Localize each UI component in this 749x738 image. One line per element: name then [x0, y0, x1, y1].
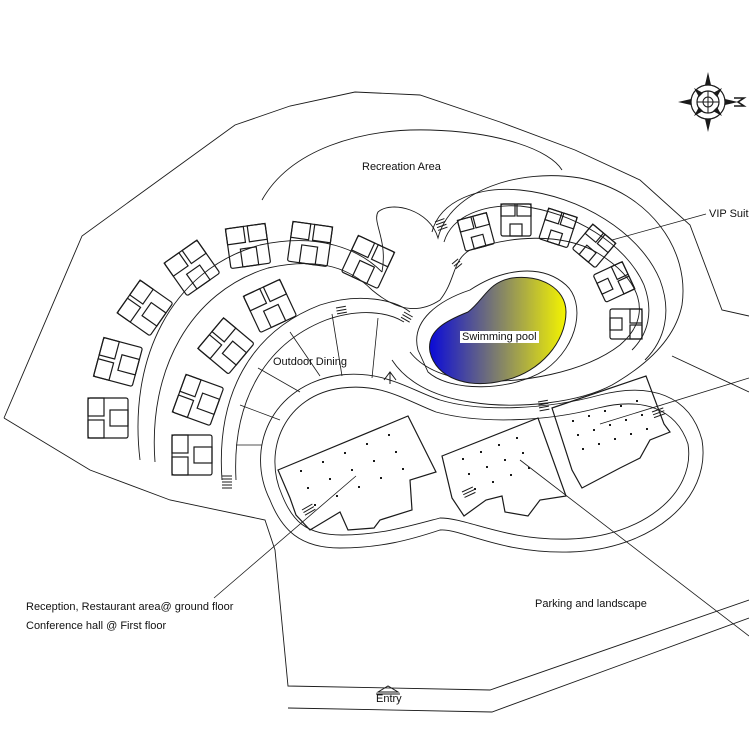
east-walkway-inner — [443, 205, 650, 351]
dining-arc-inner — [235, 312, 405, 481]
column-marker — [588, 415, 590, 417]
compass-rose-icon — [678, 72, 747, 132]
column-marker — [373, 460, 375, 462]
dining-entry-arrow-icon — [383, 371, 397, 384]
entry-label: Entry — [376, 693, 402, 705]
pool-deck — [416, 270, 578, 388]
site-boundary-road — [287, 617, 749, 713]
column-marker — [486, 466, 488, 468]
column-marker — [474, 488, 476, 490]
column-marker — [614, 438, 616, 440]
column-marker — [351, 469, 353, 471]
hall-lobe-inner — [274, 386, 690, 540]
column-marker — [593, 429, 595, 431]
dining-arc-outer — [220, 297, 411, 481]
column-marker — [572, 420, 574, 422]
column-marker — [620, 405, 622, 407]
column-marker — [582, 448, 584, 450]
site-boundary — [3, 91, 749, 419]
column-marker — [395, 451, 397, 453]
reception-label: Reception, Restaurant area@ ground floor — [26, 601, 234, 613]
column-marker — [402, 468, 404, 470]
column-marker — [625, 419, 627, 421]
entry-arrow-icon — [376, 685, 400, 695]
column-marker — [609, 424, 611, 426]
east-walkway — [431, 188, 667, 361]
column-marker — [641, 414, 643, 416]
column-marker — [300, 470, 302, 472]
swimming-pool-label: Swimming pool — [460, 331, 539, 343]
column-marker — [462, 458, 464, 460]
villa-group-vip — [456, 203, 643, 340]
column-marker — [630, 433, 632, 435]
column-marker — [322, 461, 324, 463]
column-marker — [516, 437, 518, 439]
column-grid — [300, 400, 648, 506]
column-marker — [598, 443, 600, 445]
column-marker — [510, 474, 512, 476]
column-marker — [522, 452, 524, 454]
column-marker — [468, 473, 470, 475]
vip-suite-label: VIP Suit — [709, 208, 749, 220]
walkway-inner — [153, 263, 373, 463]
recreation-area-label: Recreation Area — [362, 161, 441, 173]
column-marker — [380, 477, 382, 479]
column-marker — [307, 487, 309, 489]
stairs-icon — [222, 218, 666, 516]
recreation-area-outline — [261, 129, 563, 201]
walkway-outer — [137, 240, 383, 461]
column-marker — [329, 478, 331, 480]
swimming-pool — [429, 276, 567, 384]
pool-ring-outer — [376, 175, 684, 406]
hall-building — [441, 417, 567, 517]
hall-lobe-outer — [260, 373, 704, 553]
parking-landscape-label: Parking and landscape — [535, 598, 647, 610]
column-marker — [492, 481, 494, 483]
column-marker — [388, 434, 390, 436]
column-marker — [344, 452, 346, 454]
east-building — [551, 375, 671, 489]
villa-group-west — [87, 220, 396, 476]
site-boundary-east — [671, 355, 749, 393]
column-marker — [577, 434, 579, 436]
column-marker — [366, 443, 368, 445]
site-boundary-bottom — [3, 417, 749, 691]
column-marker — [314, 504, 316, 506]
conference-hall-label: Conference hall @ First floor — [26, 620, 167, 632]
column-marker — [336, 495, 338, 497]
column-marker — [528, 467, 530, 469]
outdoor-dining-label: Outdoor Dining — [273, 356, 347, 368]
column-marker — [358, 486, 360, 488]
column-marker — [604, 410, 606, 412]
dining-radial-lines — [236, 313, 379, 446]
column-marker — [646, 428, 648, 430]
leader-lines — [213, 213, 749, 637]
column-marker — [498, 444, 500, 446]
column-marker — [480, 451, 482, 453]
column-marker — [636, 400, 638, 402]
reception-building — [277, 415, 437, 531]
column-marker — [504, 459, 506, 461]
